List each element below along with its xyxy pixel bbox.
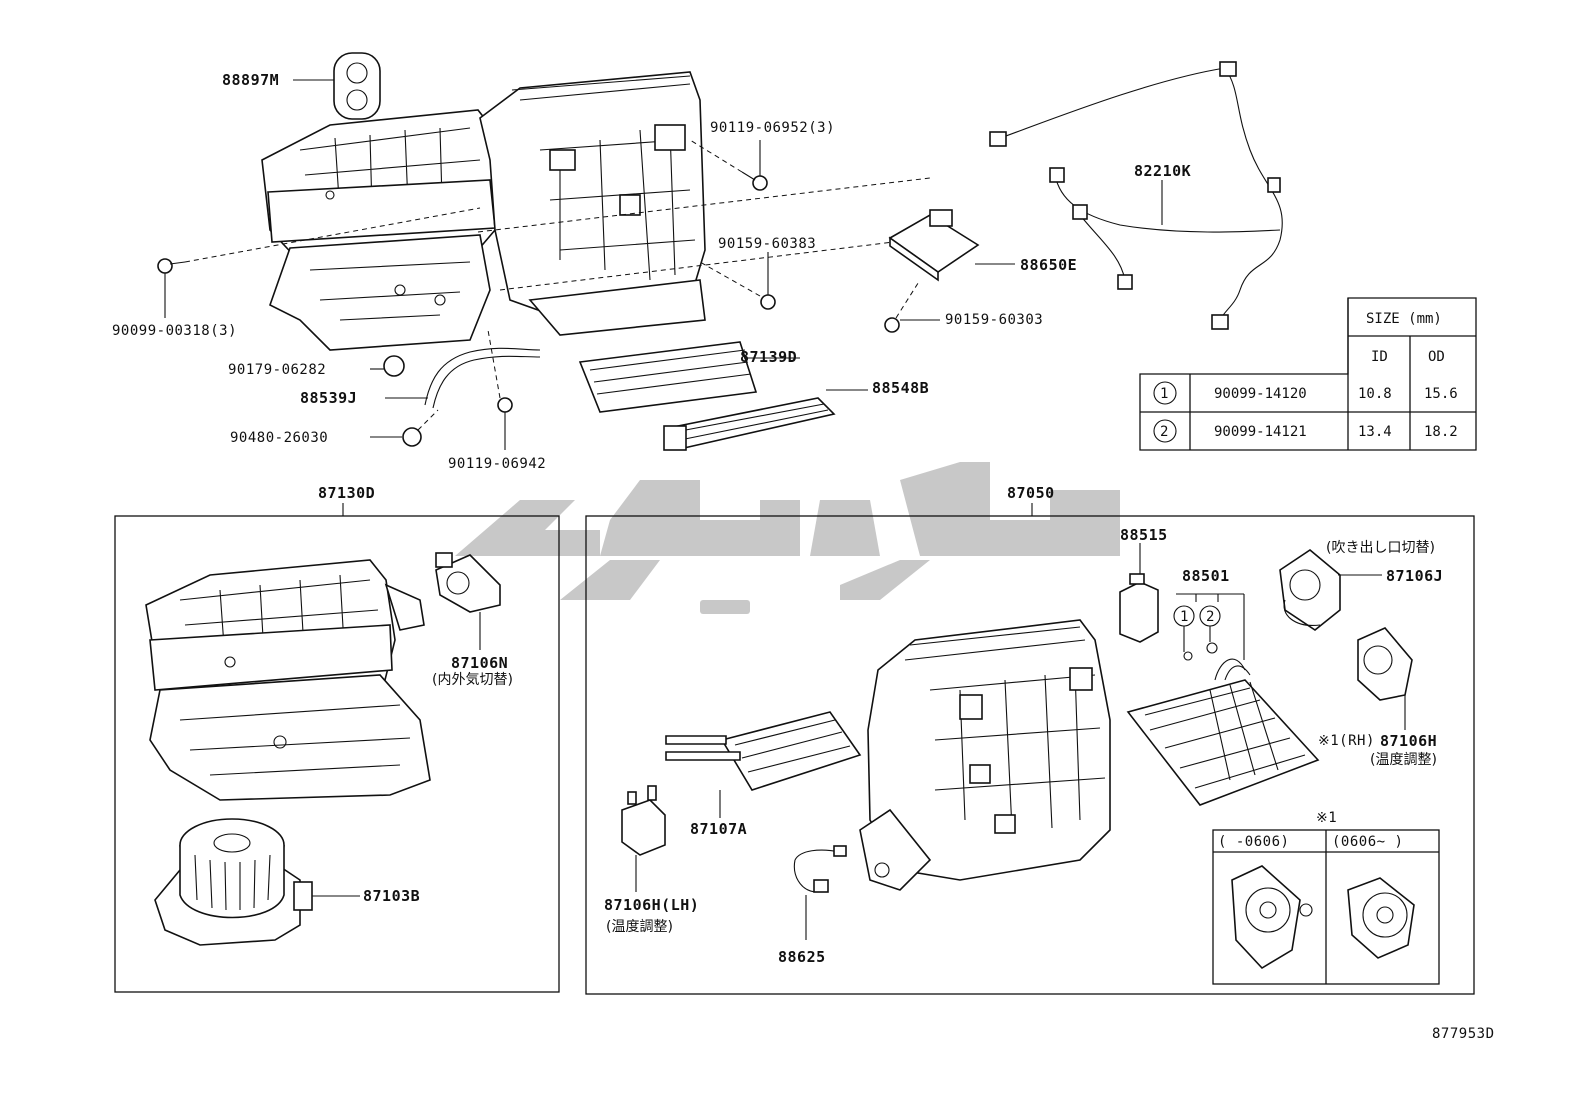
label-87106H-note: (温度調整) (1370, 752, 1437, 768)
screw-90119-06942 (487, 329, 513, 450)
servo-motor-icon (435, 552, 501, 650)
screw-90179-06282 (370, 355, 405, 377)
size-row-1-part: 90099-14120 (1214, 386, 1307, 402)
oring-mark-2: 2 (1206, 609, 1214, 625)
label-87050: 87050 (1007, 484, 1055, 502)
label-90480-26030: 90480-26030 (230, 430, 328, 446)
size-table-col-od: OD (1428, 349, 1445, 365)
inset-right-header: (0606~ ) (1332, 834, 1403, 850)
blower-unit-87130D (145, 559, 431, 801)
servo-87106H-lh (621, 785, 666, 892)
label-87107A: 87107A (690, 820, 747, 838)
size-row-1-id: 10.8 (1358, 386, 1392, 402)
cabin-filter-icon (578, 341, 800, 413)
label-87106N: 87106N (451, 654, 508, 672)
label-88548B: 88548B (872, 379, 929, 397)
label-88897M: 88897M (222, 71, 279, 89)
inset-mark: ※1 (1316, 810, 1337, 826)
heater-core-icon (665, 711, 862, 818)
label-87130D: 87130D (318, 484, 375, 502)
label-88650E: 88650E (1020, 256, 1077, 274)
size-table-col-id: ID (1371, 349, 1388, 365)
label-88625: 88625 (778, 948, 826, 966)
screw-90119-06952 (689, 139, 768, 191)
label-87103B: 87103B (363, 887, 420, 905)
filter-case-88548B (663, 389, 868, 451)
expansion-valve-88515 (1119, 543, 1159, 643)
label-90119-06952: 90119-06952(3) (710, 120, 835, 136)
label-82210K: 82210K (1134, 162, 1191, 180)
label-88539J: 88539J (300, 389, 357, 407)
group-87050-frame (585, 515, 1475, 995)
oring-mark-1: 1 (1180, 609, 1188, 625)
hvac-unit-icon (261, 71, 706, 351)
blower-motor-icon (154, 818, 360, 946)
watermark-logo (455, 462, 1120, 614)
servo-87106H-rh (1357, 627, 1413, 730)
label-88501: 88501 (1182, 567, 1230, 585)
sensor-88625 (793, 845, 847, 940)
evaporator-housing-87050 (859, 619, 1111, 891)
wire-harness-icon (989, 61, 1283, 330)
evaporator-icon (1126, 658, 1320, 806)
size-row-2-od: 18.2 (1424, 424, 1458, 440)
size-table-header: SIZE (mm) (1366, 311, 1442, 327)
size-row-1-od: 15.6 (1424, 386, 1458, 402)
label-87106H-lh: 87106H(LH) (604, 896, 699, 914)
screw-90159-60383 (699, 252, 776, 310)
label-88515: 88515 (1120, 526, 1168, 544)
label-87106H-rh-note: ※1(RH) (1318, 733, 1375, 749)
label-90099-00318: 90099-00318(3) (112, 323, 237, 339)
size-row-2-part: 90099-14121 (1214, 424, 1307, 440)
oring-marks-88501: 1 2 (1173, 593, 1245, 661)
size-row-2-mark: 2 (1160, 424, 1168, 440)
diagram-id: 877953D (1432, 1026, 1495, 1042)
label-87106J: 87106J (1386, 567, 1443, 585)
size-row-1-mark: 1 (1160, 386, 1168, 402)
label-90119-06942: 90119-06942 (448, 456, 546, 472)
group-87130D-frame (114, 515, 560, 993)
label-87139D: 87139D (740, 348, 797, 366)
label-87106J-note: (吹き出し口切替) (1326, 540, 1435, 556)
servo-87106J (1279, 549, 1382, 631)
size-table: SIZE (mm) ID OD 1 90099-14120 10.8 15.6 … (1139, 297, 1477, 451)
inset-left-header: ( -0606) (1218, 834, 1289, 850)
clip-90480-26030 (370, 409, 439, 447)
label-90179-06282: 90179-06282 (228, 362, 326, 378)
drain-hose-88539J (385, 347, 541, 409)
label-90159-60383: 90159-60383 (718, 236, 816, 252)
label-87106H: 87106H (1380, 732, 1437, 750)
label-90159-60303: 90159-60303 (945, 312, 1043, 328)
label-87106N-note: (内外気切替) (432, 672, 513, 688)
inset-table: ( -0606) (0606~ ) (1212, 829, 1440, 985)
size-row-2-id: 13.4 (1358, 424, 1392, 440)
screw-90159-60303 (884, 279, 940, 333)
grommet-88897M (333, 52, 381, 120)
amplifier-88650E (888, 209, 1015, 282)
screw-90099-00318 (157, 207, 481, 318)
label-87106H-lh-note: (温度調整) (606, 919, 673, 935)
